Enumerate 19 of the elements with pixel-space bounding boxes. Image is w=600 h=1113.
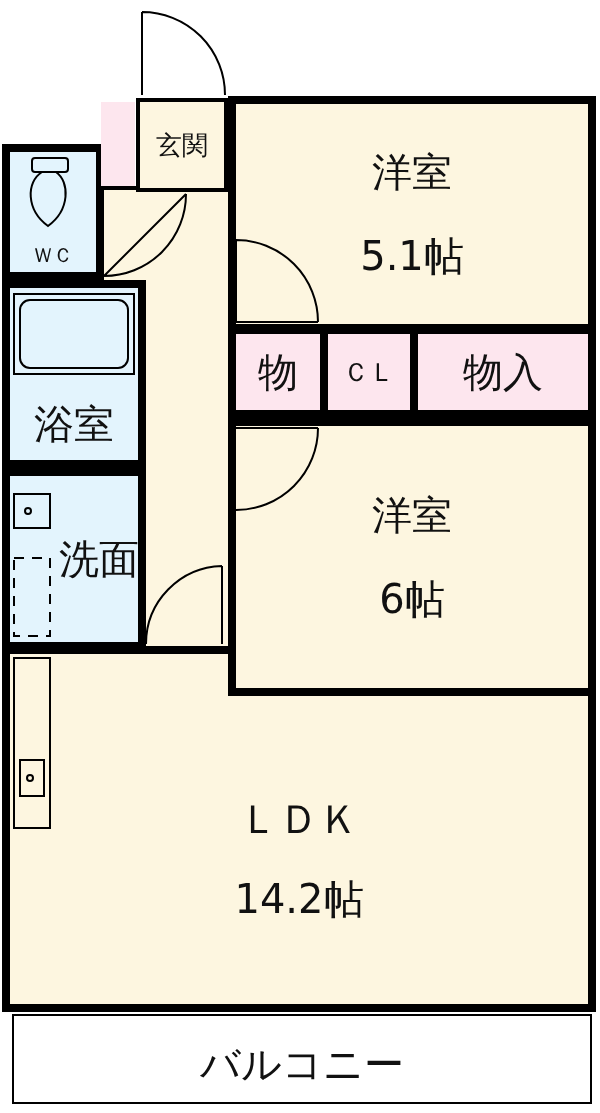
room-name: ＣＬ — [343, 357, 395, 387]
room-area: 6帖 — [379, 577, 445, 621]
room-area: 14.2帖 — [234, 877, 364, 921]
room-name: 玄関 — [156, 130, 208, 160]
room-name: 洋室 — [372, 150, 452, 194]
room-name: バルコニー — [200, 1042, 404, 1086]
balcony — [12, 1014, 592, 1104]
room — [228, 418, 596, 696]
room-name: ＷＣ — [33, 244, 73, 266]
room-name: 物 — [258, 350, 298, 394]
room-name: 物入 — [463, 350, 543, 394]
room-name: ＬＤＫ — [239, 797, 359, 841]
room-area: 5.1帖 — [360, 234, 464, 278]
room-name: 浴室 — [34, 402, 114, 446]
room-name: 洗面 — [59, 537, 139, 581]
room — [2, 646, 596, 1012]
room — [136, 98, 228, 192]
room — [2, 144, 104, 280]
room-name: 洋室 — [372, 493, 452, 537]
